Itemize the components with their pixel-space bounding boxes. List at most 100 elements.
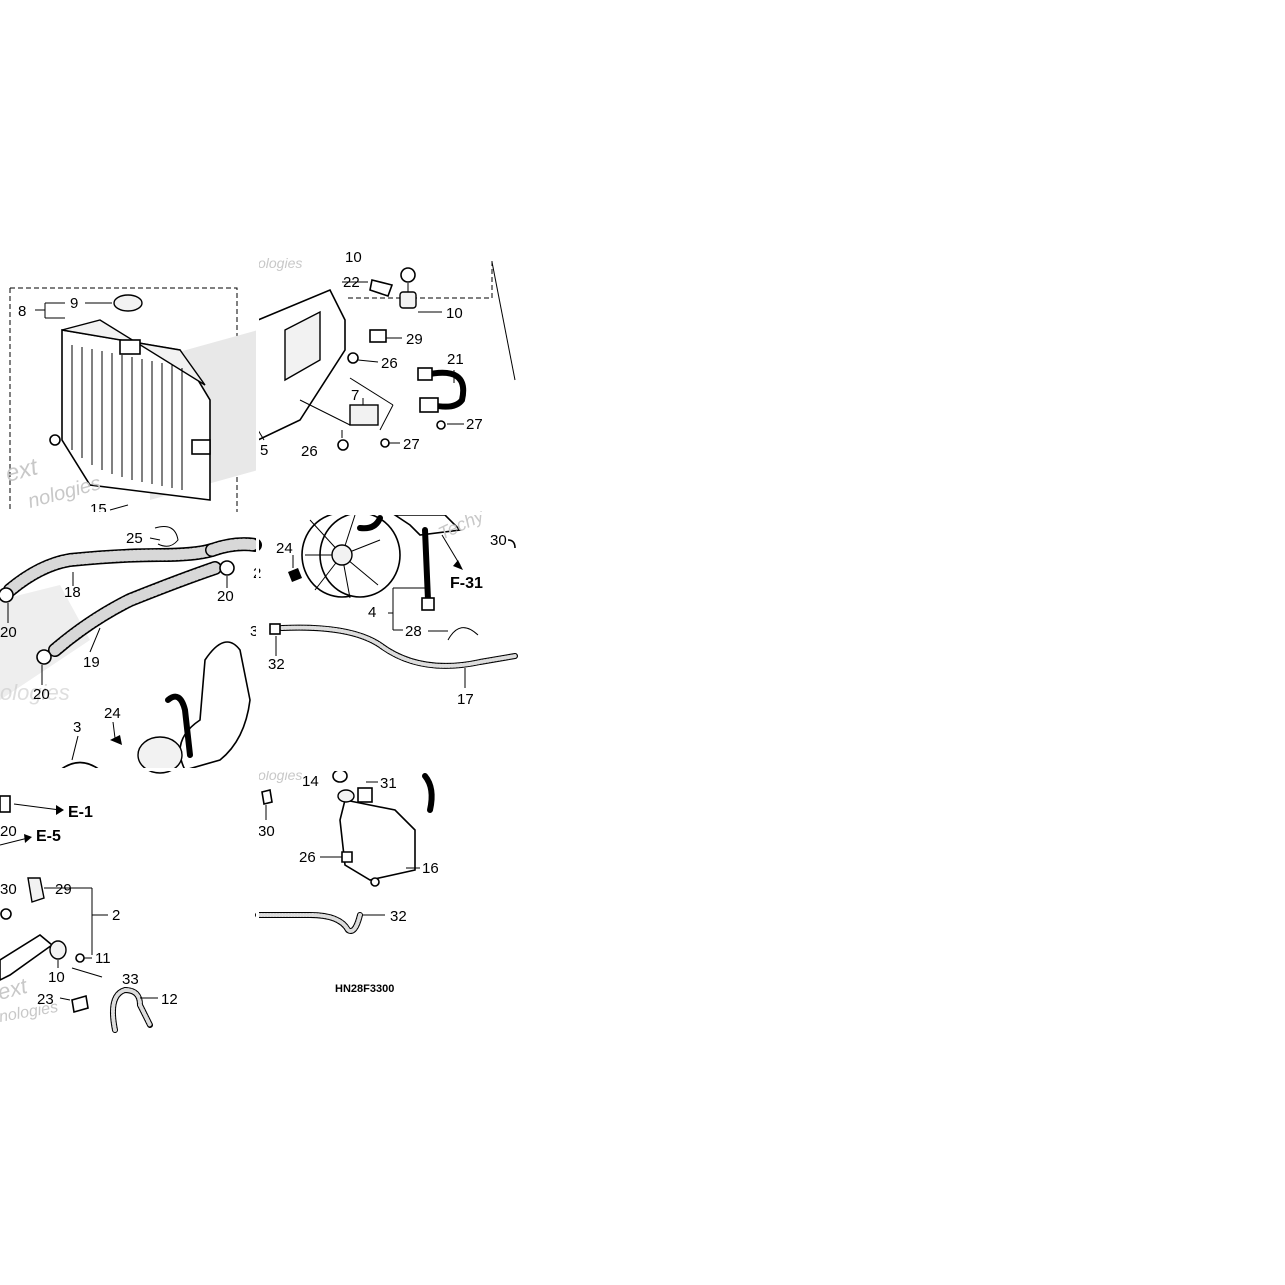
hose-clamp-icon — [219, 560, 235, 576]
callout-24-right: 24 — [276, 540, 293, 557]
callout-3: 3 — [73, 719, 81, 736]
callout-32-mid: 32 — [268, 656, 285, 673]
clip-icon — [154, 526, 179, 547]
bolt-icon — [347, 352, 359, 364]
collar-icon — [75, 953, 85, 963]
pipe-stay — [0, 934, 54, 981]
reference-e1: E-1 — [68, 804, 93, 821]
bracket-icon — [27, 877, 45, 903]
arrow-icon — [56, 805, 64, 815]
callout-29: 29 — [406, 331, 423, 348]
callout-10-left: 10 — [48, 969, 65, 986]
watermark-text: Techy — [435, 505, 487, 544]
callout-9: 9 — [70, 295, 78, 312]
screw-icon — [436, 420, 446, 430]
panel-fan-motor: Techy 24 30 F-31 4 28 3 32 17 — [250, 505, 518, 708]
callout-23: 23 — [37, 991, 54, 1008]
reserve-tank — [339, 799, 416, 881]
hose-clamp-icon — [269, 623, 281, 635]
radiator-core — [49, 319, 211, 501]
callout-5: 5 — [260, 442, 268, 459]
callout-7: 7 — [351, 387, 359, 404]
panel-hoses: ologies 25 2 18 20 20 19 20 3 24 — [0, 526, 262, 774]
callout-26-lower: 26 — [301, 443, 318, 460]
callout-20-bottom-left: 20 — [0, 823, 17, 840]
callout-10-top: 10 — [345, 249, 362, 266]
callout-33: 33 — [122, 971, 139, 988]
callout-28: 28 — [405, 623, 422, 640]
bolt-icon — [341, 851, 353, 863]
callout-11: 11 — [95, 950, 111, 967]
panel-fan-shroud: ologies — [257, 249, 516, 460]
grommet-icon — [399, 291, 417, 309]
relay-icon — [349, 404, 379, 426]
callout-15: 15 — [90, 501, 107, 518]
callout-2: 2 — [112, 907, 120, 924]
callout-17: 17 — [457, 691, 474, 708]
watermark-text: ext — [3, 453, 42, 488]
callout-27-lower: 27 — [403, 436, 420, 453]
callout-20-left: 20 — [0, 624, 17, 641]
water-pump — [137, 736, 183, 774]
bolt-icon — [369, 279, 394, 298]
panel-radiator: 8 9 15 ext nologies — [3, 287, 258, 518]
wire-harness — [422, 369, 467, 410]
callout-20-bottom: 20 — [33, 686, 50, 703]
callout-30-left: 30 — [0, 881, 17, 898]
callout-8: 8 — [18, 303, 26, 320]
reference-e5: E-5 — [36, 828, 61, 845]
bolt-icon — [261, 789, 273, 805]
callout-10: 10 — [446, 305, 463, 322]
callout-21: 21 — [447, 351, 464, 368]
hose-clamp-icon — [0, 795, 11, 813]
hose-clamp-icon — [36, 649, 52, 665]
callout-24-left: 24 — [104, 705, 121, 722]
callout-32: 32 — [390, 908, 407, 925]
callout-31: 31 — [380, 775, 397, 792]
cooling-fan — [301, 512, 401, 599]
hose-clamp-icon — [0, 587, 14, 603]
bolt-icon — [337, 439, 349, 451]
arrow-icon — [453, 560, 463, 570]
bolt-icon — [71, 967, 103, 978]
callout-3-right: 3 — [250, 623, 258, 640]
callout-29-left: 29 — [55, 881, 72, 898]
tank-cap — [337, 789, 355, 803]
callout-30-bottom: 30 — [258, 823, 275, 840]
callout-20-right: 20 — [217, 588, 234, 605]
callout-25: 25 — [126, 530, 143, 547]
nut-icon — [71, 994, 89, 1014]
grommet-icon — [49, 940, 67, 960]
callout-12: 12 — [161, 991, 178, 1008]
callout-26: 26 — [381, 355, 398, 372]
clip-icon — [447, 627, 479, 641]
callout-30-right: 30 — [490, 532, 507, 549]
callout-14: 14 — [302, 773, 319, 790]
callout-18: 18 — [64, 584, 81, 601]
callout-19: 19 — [83, 654, 100, 671]
panel-reserve-tank: ologies 14 31 30 26 16 32 HN28F3300 — [255, 767, 439, 995]
watermark-text: ext — [0, 973, 30, 1005]
grommet-icon — [400, 267, 416, 283]
callout-22: 22 — [343, 274, 360, 291]
bracket-icon — [357, 787, 373, 803]
screw-icon — [380, 438, 390, 448]
hose-17 — [279, 624, 518, 669]
breather-hose — [422, 773, 435, 813]
reference-f31: F-31 — [450, 575, 483, 592]
radiator-cap-icon — [113, 294, 143, 312]
watermark-text: ologies — [0, 680, 70, 705]
diagram-code: HN28F3300 — [335, 983, 394, 995]
callout-4: 4 — [368, 604, 376, 621]
panel-pipe: ext nologies 20 E-1 E-5 30 29 2 11 10 33… — [0, 795, 178, 1033]
bracket-icon — [369, 329, 387, 343]
nut-icon — [110, 735, 122, 745]
bolt-icon — [0, 908, 12, 920]
arrow-icon — [24, 834, 32, 843]
water-pump-cover — [179, 641, 251, 771]
nut-icon — [288, 568, 302, 582]
callout-16: 16 — [422, 860, 439, 877]
watermark-text: ologies — [258, 255, 302, 271]
callout-26-bottom: 26 — [299, 849, 316, 866]
